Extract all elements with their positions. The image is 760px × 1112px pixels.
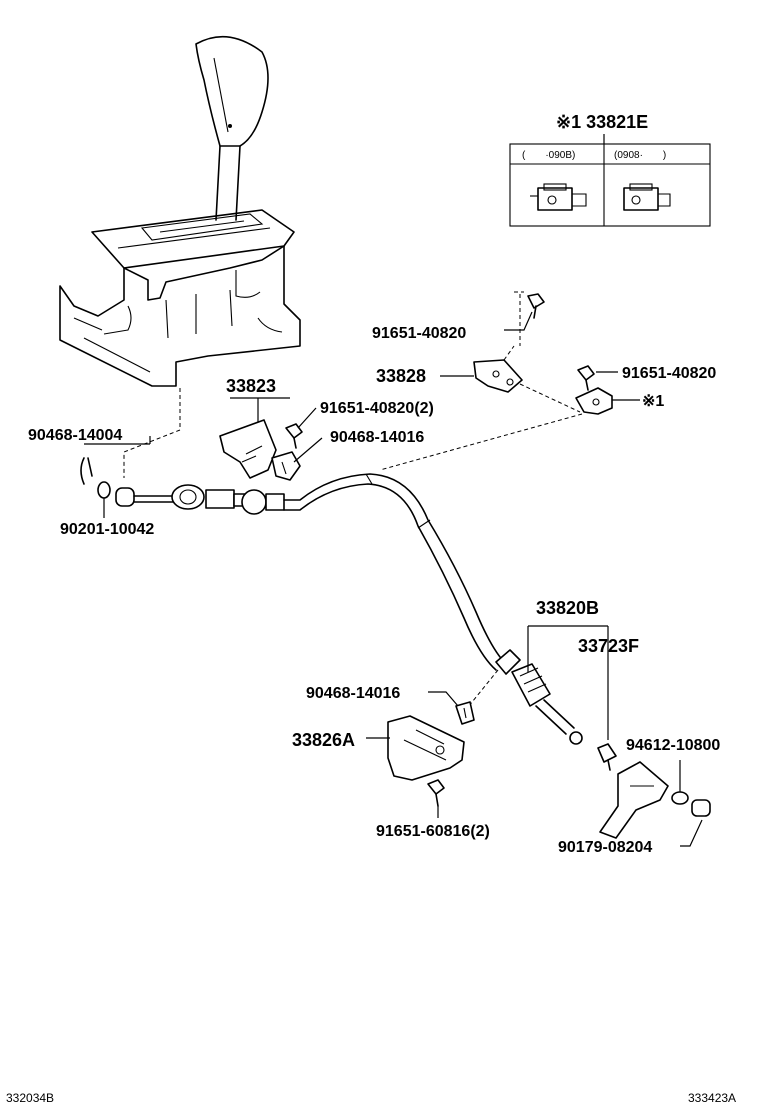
label-90179-08204: 90179-08204 [558,839,652,856]
shift-cable [283,473,583,745]
transmission-lever-end [597,743,711,847]
label-90201-10042: 90201-10042 [60,521,154,538]
label-91651-40820-2: 91651-40820(2) [320,400,434,417]
inset-box: ※1 33821E ( ·090B) (0908· ) [509,112,711,227]
label-90468-14016-b: 90468-14016 [306,685,400,702]
bracket-33826A [366,715,465,818]
shift-lever-assembly [59,35,301,478]
inset-col-right: (0908· ) [614,150,666,161]
label-91651-60816-2: 91651-60816(2) [376,823,490,840]
label-90468-14016-a: 90468-14016 [330,429,424,446]
clip-lower [428,691,475,725]
label-note-1: ※1 [642,393,664,410]
cable-lever-end [80,436,285,518]
label-33828: 33828 [376,366,426,386]
bracket-late-icon [623,183,671,211]
bolt-upper [504,291,545,346]
bracket-early-icon [530,183,587,211]
label-91651-40820-b: 91651-40820 [622,365,716,382]
bracket-33828 [440,345,581,413]
footer-left-code: 332034B [6,1091,54,1105]
label-94612-10800: 94612-10800 [626,737,720,754]
label-33723F: 33723F [578,636,639,656]
label-33823: 33823 [226,376,276,396]
bracket-clip-right [379,365,640,471]
inset-title: ※1 33821E [556,112,648,132]
inset-col-left: ( ·090B) [522,150,575,161]
bracket-33823 [219,397,323,481]
label-33826A: 33826A [292,730,355,750]
label-91651-40820-a: 91651-40820 [372,325,466,342]
label-33820B: 33820B [536,598,599,618]
label-90468-14004: 90468-14004 [28,427,122,444]
footer-right-code: 333423A [688,1091,736,1105]
